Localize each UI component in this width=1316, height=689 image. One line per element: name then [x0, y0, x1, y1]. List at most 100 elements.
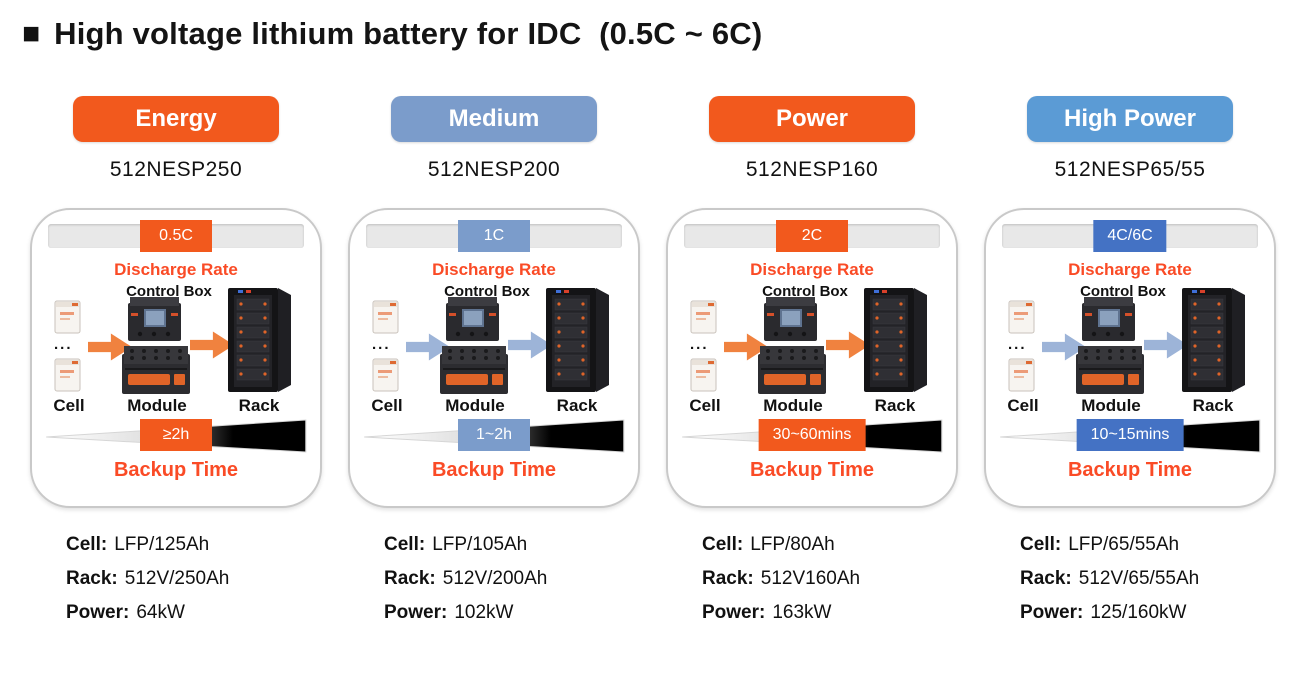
backup-time-wedge: 30~60mins	[680, 418, 944, 454]
cell-label: Cell	[1007, 396, 1039, 415]
backup-time-label: Backup Time	[1067, 459, 1193, 481]
control-box-label: Control Box	[762, 283, 848, 300]
cell-icon	[54, 358, 81, 392]
category-badge: Power	[709, 96, 915, 142]
spec-list: Cell:LFP/125Ah Rack:512V/250Ah Power:64k…	[30, 528, 322, 630]
rack-label: Rack	[556, 396, 598, 415]
cell-label: Cell	[371, 396, 403, 415]
backup-time-label: Backup Time	[113, 459, 239, 481]
discharge-rate-bar: 1C	[366, 220, 622, 252]
discharge-rate-bar: 2C	[684, 220, 940, 252]
module-label: Module	[763, 396, 823, 415]
model-number: 512NESP250	[109, 158, 243, 181]
cells-ellipsis: ...	[54, 336, 73, 353]
cell-icon	[372, 358, 399, 392]
architecture-diagram: Control Box ... Cell	[998, 283, 1262, 418]
product-card: 2C Discharge Rate Control Box ...	[666, 208, 958, 508]
spec-list: Cell:LFP/80Ah Rack:512V160Ah Power:163kW	[666, 528, 958, 630]
control-box-icon	[764, 297, 817, 341]
cell-icon	[690, 300, 717, 334]
spec-rack: Rack:512V/250Ah	[66, 568, 230, 589]
discharge-rate-badge: 1C	[458, 220, 530, 252]
product-columns: Energy 512NESP250 0.5C Discharge Rate Co…	[0, 96, 1316, 630]
backup-time-wedge: 10~15mins	[998, 418, 1262, 454]
spec-cell: Cell:LFP/125Ah	[66, 534, 210, 555]
control-box-icon	[446, 297, 499, 341]
discharge-rate-label: Discharge Rate	[432, 260, 556, 279]
category-badge: Energy	[73, 96, 279, 142]
control-box-icon	[128, 297, 181, 341]
page-title: High voltage lithium battery for IDC (0.…	[54, 16, 763, 51]
rack-icon	[1182, 288, 1245, 392]
rack-icon	[546, 288, 609, 392]
spec-list: Cell:LFP/65/55Ah Rack:512V/65/55Ah Power…	[984, 528, 1276, 630]
category-badge: High Power	[1027, 96, 1233, 142]
product-column-medium: Medium 512NESP200 1C Discharge Rate Cont…	[348, 96, 640, 630]
cells-ellipsis: ...	[1008, 336, 1027, 353]
module-icon	[122, 346, 190, 394]
cell-label: Cell	[53, 396, 85, 415]
architecture-diagram: Control Box ... Cell	[680, 283, 944, 418]
cell-icon	[54, 300, 81, 334]
rack-label: Rack	[874, 396, 916, 415]
product-column-energy: Energy 512NESP250 0.5C Discharge Rate Co…	[30, 96, 322, 630]
control-box-icon	[1082, 297, 1135, 341]
discharge-rate-badge: 4C/6C	[1093, 220, 1167, 252]
architecture-diagram: Control Box ... Cell	[362, 283, 626, 418]
backup-time-badge: ≥2h	[140, 419, 212, 451]
module-icon	[758, 346, 826, 394]
product-card: 4C/6C Discharge Rate Control Box ...	[984, 208, 1276, 508]
backup-time-badge: 1~2h	[458, 419, 530, 451]
spec-cell: Cell:LFP/105Ah	[384, 534, 528, 555]
module-icon	[440, 346, 508, 394]
model-number: 512NESP65/55	[1054, 158, 1206, 181]
spec-list: Cell:LFP/105Ah Rack:512V/200Ah Power:102…	[348, 528, 640, 630]
spec-cell: Cell:LFP/65/55Ah	[1020, 534, 1180, 555]
discharge-rate-bar: 0.5C	[48, 220, 304, 252]
discharge-rate-label: Discharge Rate	[750, 260, 874, 279]
rack-icon	[864, 288, 927, 392]
module-label: Module	[127, 396, 187, 415]
rack-label: Rack	[1192, 396, 1234, 415]
cells-ellipsis: ...	[690, 336, 709, 353]
module-label: Module	[445, 396, 505, 415]
discharge-rate-badge: 2C	[776, 220, 848, 252]
discharge-rate-label: Discharge Rate	[114, 260, 238, 279]
discharge-rate-bar: 4C/6C	[1002, 220, 1258, 252]
product-column-high-power: High Power 512NESP65/55 4C/6C Discharge …	[984, 96, 1276, 630]
cells-ellipsis: ...	[372, 336, 391, 353]
spec-rack: Rack:512V/200Ah	[384, 568, 548, 589]
control-box-label: Control Box	[126, 283, 212, 300]
backup-time-label: Backup Time	[431, 459, 557, 481]
model-number: 512NESP160	[745, 158, 879, 181]
module-label: Module	[1081, 396, 1141, 415]
module-icon	[1076, 346, 1144, 394]
model-number: 512NESP200	[427, 158, 561, 181]
spec-power: Power:102kW	[384, 602, 514, 623]
control-box-label: Control Box	[444, 283, 530, 300]
spec-rack: Rack:512V160Ah	[702, 568, 861, 589]
backup-time-badge: 30~60mins	[758, 419, 866, 451]
backup-time-wedge: 1~2h	[362, 418, 626, 454]
slide-title-row: ■ High voltage lithium battery for IDC (…	[0, 0, 1316, 52]
spec-power: Power:64kW	[66, 602, 185, 623]
rack-label: Rack	[238, 396, 280, 415]
rack-icon	[228, 288, 291, 392]
product-card: 1C Discharge Rate Control Box ...	[348, 208, 640, 508]
product-column-power: Power 512NESP160 2C Discharge Rate Contr…	[666, 96, 958, 630]
cell-icon	[372, 300, 399, 334]
spec-cell: Cell:LFP/80Ah	[702, 534, 835, 555]
cell-icon	[1008, 358, 1035, 392]
discharge-rate-badge: 0.5C	[140, 220, 212, 252]
discharge-rate-label: Discharge Rate	[1068, 260, 1192, 279]
control-box-label: Control Box	[1080, 283, 1166, 300]
product-card: 0.5C Discharge Rate Control Box ...	[30, 208, 322, 508]
cell-label: Cell	[689, 396, 721, 415]
backup-time-label: Backup Time	[749, 459, 875, 481]
category-badge: Medium	[391, 96, 597, 142]
cell-icon	[1008, 300, 1035, 334]
spec-rack: Rack:512V/65/55Ah	[1020, 568, 1200, 589]
spec-power: Power:125/160kW	[1020, 602, 1187, 623]
cell-icon	[690, 358, 717, 392]
architecture-diagram: Control Box ... Cell	[44, 283, 308, 418]
